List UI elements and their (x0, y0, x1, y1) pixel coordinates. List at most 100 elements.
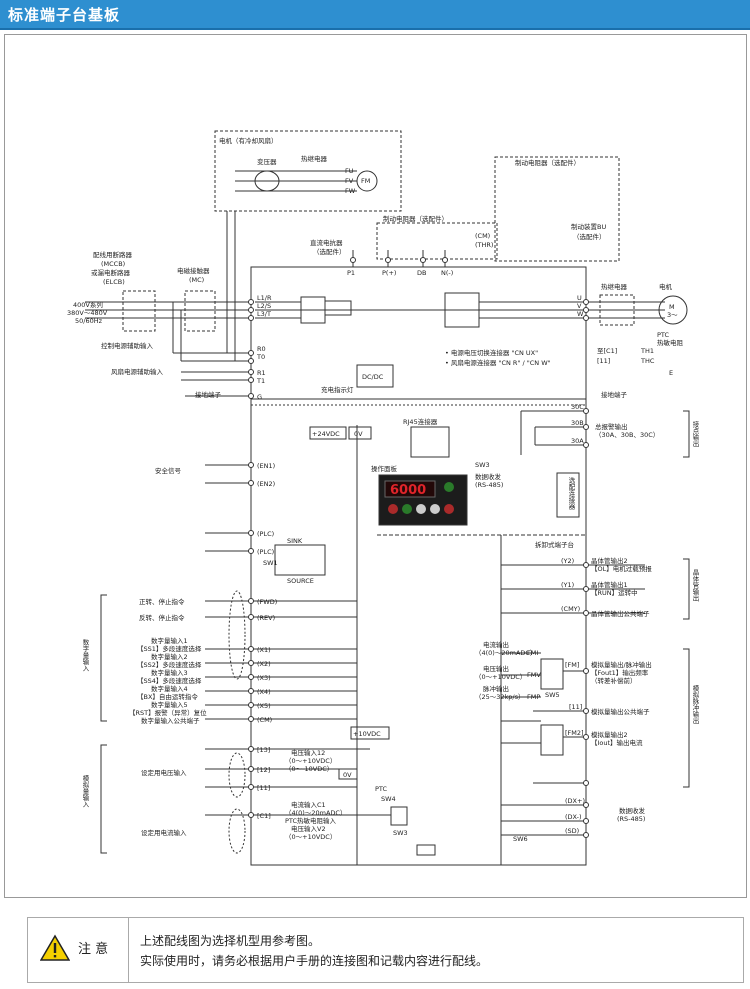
term-x3: (X3) (257, 674, 271, 682)
caution-line-1: 上述配线图为选择机型用参考图。 (140, 934, 321, 948)
caution-line-2: 实际使用时，请务必根据用户手册的连接图和记载内容进行配线。 (140, 954, 489, 968)
x2-label-b: 【SS2】多段速度选择 (137, 660, 202, 669)
diagram-frame: 6000 电机（有冷却风扇） 变压器 热继电器 FU FV FW FM 制动电阻… (4, 34, 747, 898)
brake-option-box (494, 156, 620, 262)
v24-label: +24VDC (312, 430, 340, 438)
top-cm-label: (CM) (475, 232, 490, 240)
cur-range-label: （4(0)～20mADC） (475, 649, 536, 657)
g-term-right-label: 接地端子 (601, 390, 628, 399)
term-x1: (X1) (257, 646, 271, 654)
pulse-out-label: 脉冲输出 (483, 684, 509, 693)
rs485-label: (RS-485) (475, 481, 503, 489)
x5-label-b: 【RST】报警（异常）复位 (129, 708, 207, 717)
fm2-label: [FM2] (565, 729, 584, 737)
sink-label: SINK (287, 537, 303, 545)
page-title: 标准端子台基板 (8, 6, 121, 24)
x4-label-a: 数字量输入4 (151, 684, 188, 693)
fan-fw-label: FW (345, 187, 356, 195)
term-l1: L1/R (257, 294, 272, 302)
term-cm: (CM) (257, 716, 272, 724)
power-label-3: 50/60Hz (75, 317, 103, 325)
term-g: G (257, 393, 262, 401)
volt-out-label: 电压输出 (483, 664, 509, 673)
control-circuit-block (250, 398, 587, 866)
v10-label: +10VDC (353, 730, 381, 738)
v2-label-b: （0～+10VDC） (285, 833, 336, 841)
fan-fu-label: FU (345, 167, 354, 175)
thermal-relay-top-label: 热继电器 (301, 154, 328, 163)
term-c1: [C1] (257, 812, 271, 820)
data-tx-label: 数据收发 (475, 472, 502, 481)
rev-label: 反转、停止指令 (139, 613, 185, 622)
fan-motor-label: FM (361, 177, 370, 185)
term-db: DB (417, 269, 426, 277)
term-r1: R1 (257, 369, 266, 377)
th1-label: TH1 (640, 347, 654, 355)
zero-v-label: 0V (343, 771, 352, 779)
mc-label-2: (MC) (189, 276, 204, 284)
y2-label-a: 晶体管输出2 (591, 556, 628, 565)
term-x5: (X5) (257, 702, 271, 710)
caution-label: 注 意 (78, 942, 109, 957)
analog-group-label: 模拟量输入 (81, 774, 89, 808)
c1-label-c: PTC热敏电阻输入 (285, 816, 337, 825)
v2-label-a: 电压输入V2 (291, 824, 326, 833)
term-pp: P(+) (382, 269, 396, 277)
fmp-label: FMP (527, 693, 540, 701)
brake-option-label: 制动电阻器（选配件） (515, 158, 580, 167)
top-thr-label: (THR) (475, 241, 493, 249)
sw1-label: SW1 (263, 559, 278, 567)
rj45-label: RJ45连接器 (403, 417, 438, 426)
term-rev: (REV) (257, 614, 275, 622)
fm2-text-2: 【Iout】输出电流 (591, 738, 643, 747)
caution-note: 注 意 上述配线图为选择机型用参考图。 实际使用时，请务必根据用户手册的连接图和… (27, 917, 744, 983)
term-w: W (577, 310, 584, 318)
term-y2: (Y2) (561, 557, 574, 565)
removable-label: 拆卸式端子台 (535, 540, 574, 549)
mccb-label-4: (ELCB) (103, 278, 125, 286)
page-header: 标准端子台基板 (0, 0, 750, 30)
voltage-set-label: 设定用电压输入 (141, 768, 187, 777)
term-x2: (X2) (257, 660, 271, 668)
y1-label-a: 晶体管输出1 (591, 580, 628, 589)
motor-box-label: 电机（有冷却风扇） (219, 136, 278, 145)
fmi-label: FMI (527, 649, 538, 657)
term-sd: (SD) (565, 827, 579, 835)
fm-text-3: （转差补偿前） (591, 676, 637, 685)
term-30a: 30A (571, 437, 584, 445)
y1-label-b: 【RUN】运转中 (591, 588, 638, 597)
cmy-text-label: 晶体管输出公共端子 (591, 609, 650, 618)
motor-m-label: M (669, 303, 675, 311)
ptc-label: PTC (375, 785, 388, 793)
safety-label: 安全信号 (155, 466, 182, 475)
term-dxm: (DX-) (565, 813, 582, 821)
pulse-range-label: （25～32kp/s） (475, 693, 525, 701)
fm-text-2: 【Fout1】输出频率 (591, 668, 649, 677)
fm2-text-1: 模拟量输出2 (591, 730, 628, 739)
y2-label-b: 【OL】电机过载预报 (591, 564, 652, 573)
term-plc1: (PLC) (257, 530, 274, 538)
power-label-1: 400V系列 (73, 300, 103, 309)
caution-cell: 注 意 (28, 918, 129, 982)
term-v: V (577, 302, 582, 310)
motor-3-label: 3～ (667, 311, 678, 319)
ctrl-aux-label: 控制电源辅助输入 (101, 341, 154, 350)
alarm-label-1: 总报警输出 (595, 422, 628, 431)
digital-group-label: 数字量输入 (81, 638, 89, 672)
term-en1: (EN1) (257, 462, 275, 470)
dc-reactor-label: 直流电抗器 (310, 238, 343, 247)
center-note-1: • 电源电压切换连接器 "CN UX" (445, 348, 538, 357)
term-30b: 30B (571, 419, 584, 427)
v12-label-a: 电压输入12 (291, 748, 325, 757)
term-fwd: (FWD) (257, 598, 277, 606)
x2-label-a: 数字量输入2 (151, 652, 188, 661)
term-13: [13] (257, 746, 270, 754)
c1-label-a: 电流输入C1 (291, 800, 326, 809)
dc-reactor-sub-label: （选配件） (313, 247, 346, 256)
sw2-label: SW3 (393, 829, 408, 837)
term-plc2: (PLC) (257, 548, 274, 556)
ao-common-label: 模拟量输出公共端子 (591, 707, 650, 716)
wiring-diagram: 6000 电机（有冷却风扇） 变压器 热继电器 FU FV FW FM 制动电阻… (67, 130, 699, 866)
term-x4: (X4) (257, 688, 271, 696)
mccb-label-1: 配线用断路器 (93, 250, 133, 259)
